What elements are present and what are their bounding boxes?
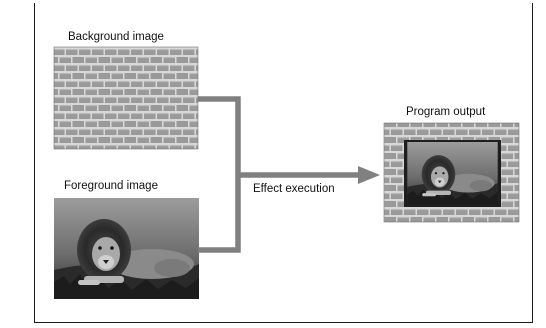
foreground-lion-image: [54, 198, 199, 299]
output-composite-image: [383, 122, 520, 223]
background-brick-image: [53, 46, 199, 150]
diagram-frame: [34, 3, 533, 323]
effect-execution-label: Effect execution: [253, 183, 335, 195]
connector-lines: [198, 96, 361, 253]
program-output-label: Program output: [406, 106, 486, 118]
foreground-image-label: Foreground image: [64, 180, 158, 192]
arrow-to-output: [358, 166, 380, 184]
background-image-label: Background image: [68, 31, 164, 43]
